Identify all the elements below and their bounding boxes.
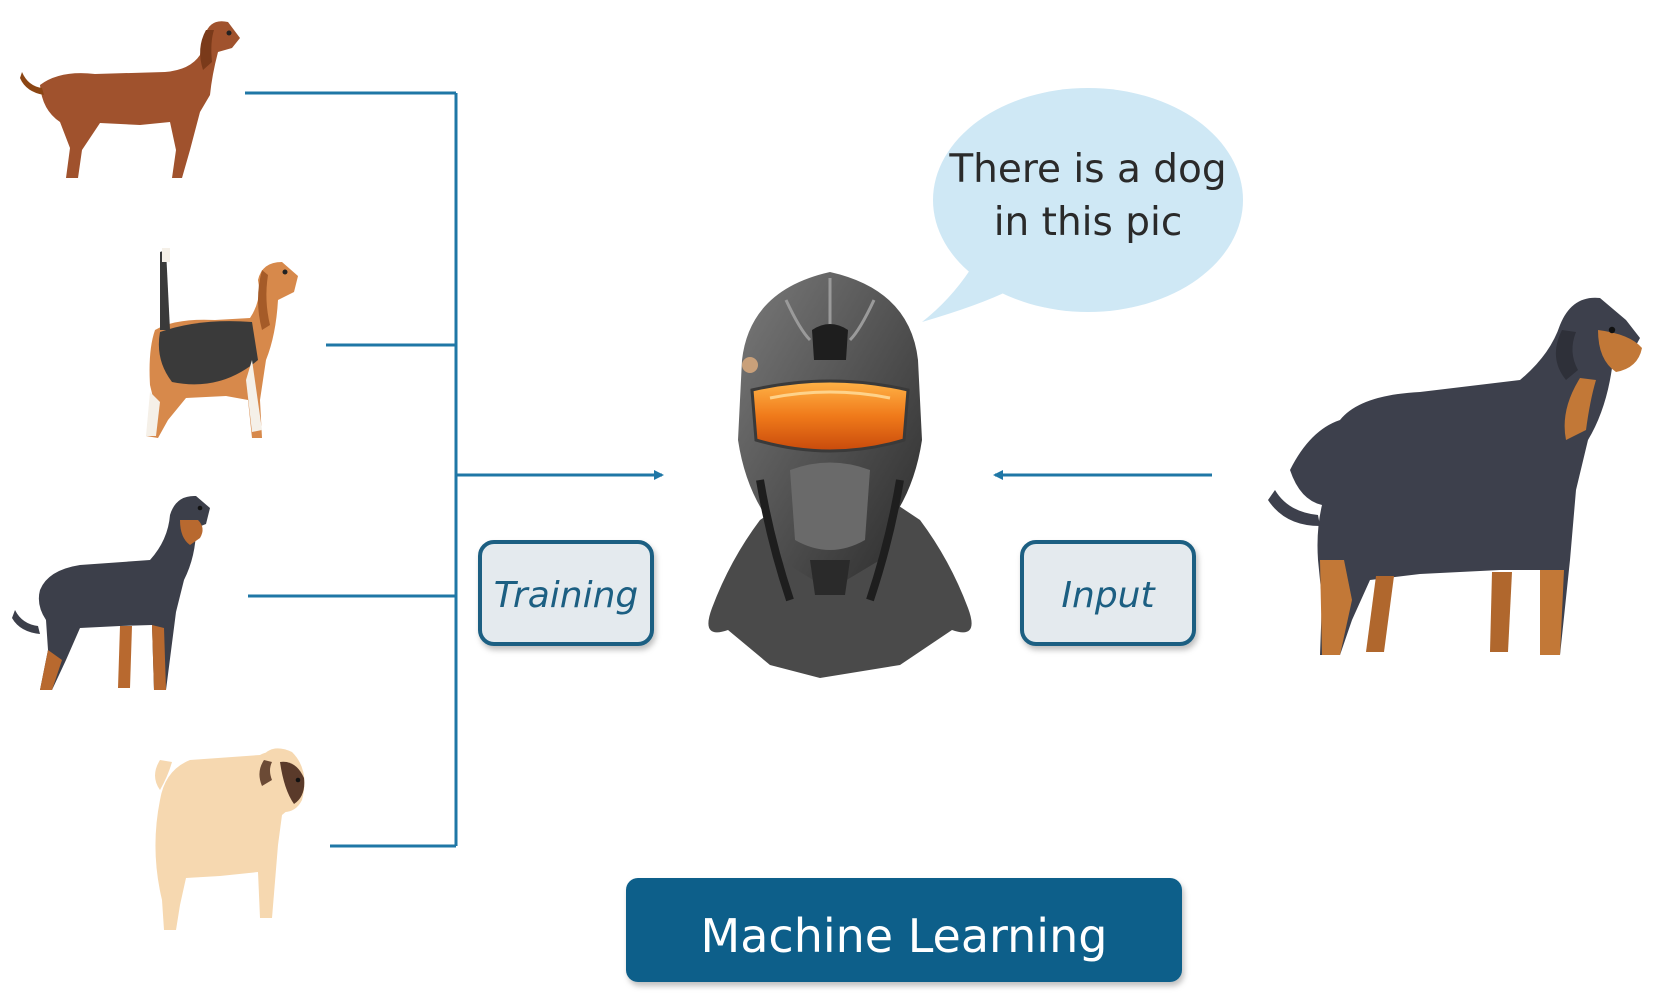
robot-helmet-icon bbox=[708, 272, 972, 678]
dachshund-dog-icon bbox=[20, 21, 240, 178]
training-label-box: Training bbox=[478, 540, 654, 646]
pug-dog-icon bbox=[155, 748, 305, 930]
machine-learning-title-box: Machine Learning bbox=[626, 878, 1182, 982]
input-label-box: Input bbox=[1020, 540, 1196, 646]
input-rottweiler-dog-icon bbox=[1268, 297, 1642, 655]
beagle-dog-icon bbox=[146, 248, 298, 438]
machine-learning-title: Machine Learning bbox=[701, 909, 1108, 963]
speech-bubble: There is a dog in this pic bbox=[922, 88, 1243, 322]
speech-bubble-line-1: There is a dog bbox=[948, 147, 1226, 192]
training-label: Training bbox=[494, 575, 639, 616]
training-connector-lines bbox=[245, 91, 458, 848]
speech-bubble-line-2: in this pic bbox=[994, 200, 1183, 245]
input-label: Input bbox=[1061, 575, 1156, 616]
rottweiler-dog-icon bbox=[12, 495, 210, 690]
